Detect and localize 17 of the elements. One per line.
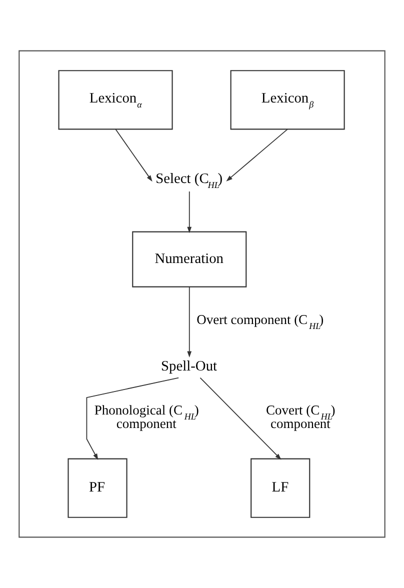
cluster [18, 50, 386, 538]
arrow [86, 377, 180, 460]
arrow [200, 377, 282, 460]
arrow [226, 128, 288, 182]
node-box: Lexicon$_{β}$ [230, 70, 345, 130]
arrow [187, 191, 192, 234]
arrow [187, 286, 192, 358]
edge-label: Overt component (C$_{HL}$) [196, 312, 324, 332]
node-box: Lexicon$_{α}$ [58, 70, 173, 130]
node-text: Spell-Out [161, 358, 218, 374]
edge-label: Phonological (C$_{HL}$) component [94, 402, 199, 432]
node-text: Select (C$_{HL}$) [156, 171, 223, 190]
edge-label: Covert (C$_{HL}$) component [266, 402, 336, 432]
node-box: Numeration [132, 231, 247, 288]
arrow [115, 128, 152, 182]
node-box: PF [68, 458, 128, 518]
node-box: LF [250, 458, 310, 518]
